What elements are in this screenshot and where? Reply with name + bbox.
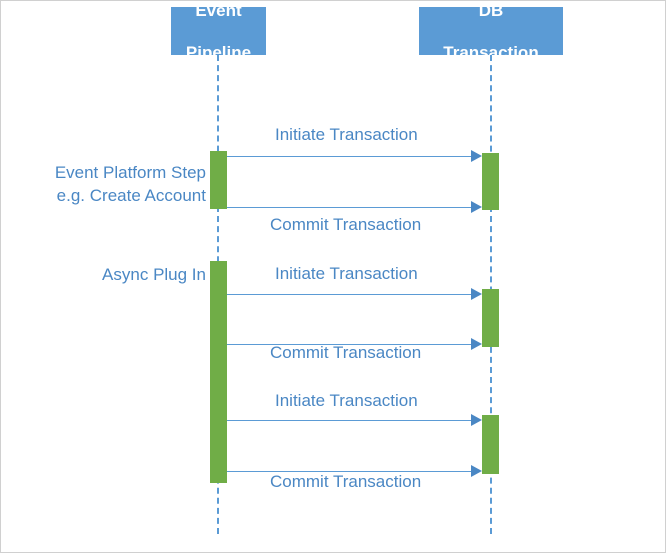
message-label-initiate-2: Initiate Transaction: [275, 264, 418, 283]
activation-bar-db-transaction-2: [482, 289, 499, 347]
actor-label-line2: Pipeline: [185, 42, 252, 62]
message-line-commit-3[interactable]: [227, 471, 472, 472]
arrowhead-right-icon: [471, 201, 482, 213]
message-line-initiate-1[interactable]: [227, 156, 472, 157]
actor-header-db-transaction-label: DB Transaction: [423, 0, 559, 63]
activation-bar-db-transaction-3: [482, 415, 499, 474]
message-label-commit-1: Commit Transaction: [270, 215, 422, 234]
actor-header-db-transaction[interactable]: DB Transaction: [419, 1, 563, 62]
side-label-event-platform-step: Event Platform Step e.g. Create Account: [54, 163, 206, 205]
activation-bar-event-pipeline-1: [210, 151, 227, 209]
activation-bar-event-pipeline-2: [210, 261, 227, 483]
message-label-initiate-3: Initiate Transaction: [275, 391, 418, 410]
arrowhead-right-icon: [471, 338, 482, 350]
message-line-initiate-2[interactable]: [227, 294, 472, 295]
actor-label-line2: Transaction: [443, 42, 539, 62]
arrowhead-right-icon: [471, 150, 482, 162]
message-line-commit-1[interactable]: [227, 207, 472, 208]
side-label-async-plug-in: Async Plug In: [102, 265, 206, 284]
message-label-commit-2: Commit Transaction: [270, 343, 422, 362]
actor-label-line1: Event: [195, 0, 242, 20]
activation-bar-db-transaction-1: [482, 153, 499, 210]
message-label-initiate-1: Initiate Transaction: [275, 125, 418, 144]
arrowhead-right-icon: [471, 465, 482, 477]
arrowhead-right-icon: [471, 288, 482, 300]
arrowhead-right-icon: [471, 414, 482, 426]
message-line-initiate-3[interactable]: [227, 420, 472, 421]
actor-label-line1: DB: [478, 0, 504, 20]
message-label-commit-3: Commit Transaction: [270, 472, 422, 491]
message-line-commit-2[interactable]: [227, 344, 472, 345]
